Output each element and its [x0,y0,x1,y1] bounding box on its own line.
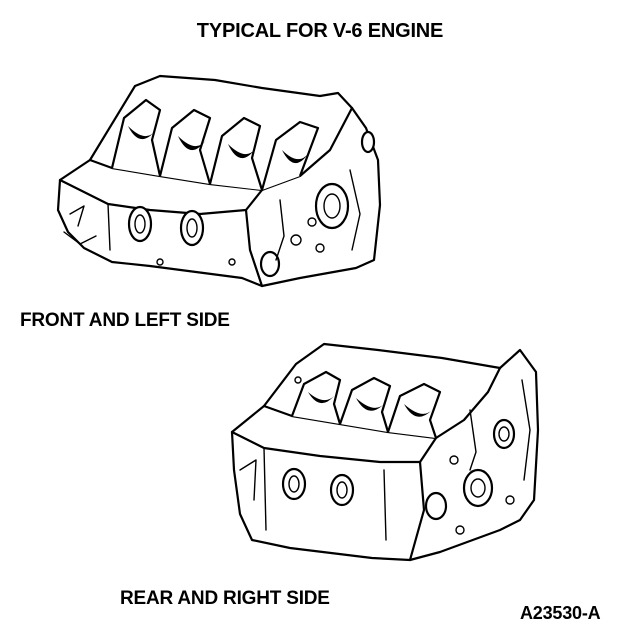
front-boss-small [360,130,376,154]
rear-bore-main [462,468,494,508]
front-seal-bore [314,182,350,230]
bearing-saddle-rear-1 [308,392,334,404]
bulkhead-4 [260,120,320,191]
engine-block-front-left-view [56,74,382,288]
diagram-title: TYPICAL FOR V-6 ENGINE [196,20,444,42]
bulkhead-2 [158,108,212,185]
side-face-edge [244,208,264,288]
side-boss-2 [179,209,205,247]
engine-block-rear-right-view [230,342,540,562]
side-boss-rear-2 [329,473,355,507]
rear-bore-lower [424,491,448,521]
rear-bore-upper [492,418,516,450]
bulkhead-1 [110,98,162,177]
front-port [259,250,281,278]
rear-face-edge [408,460,426,562]
bearing-saddle-2 [178,136,206,151]
bearing-saddle-4 [282,150,308,164]
bulkhead-rear-3 [386,382,442,439]
bearing-saddle-1 [128,126,156,140]
figure-id: A23530-A [520,603,601,623]
bearing-saddle-3 [228,144,256,159]
view-label-front-left: FRONT AND LEFT SIDE [20,310,230,331]
view-label-rear-right: REAR AND RIGHT SIDE [120,588,330,609]
bearing-saddle-rear-2 [356,398,384,411]
side-boss-rear-1 [281,467,307,501]
pan-rail-rear [230,430,438,464]
bearing-saddle-rear-3 [404,404,432,417]
side-boss-1 [127,205,153,243]
